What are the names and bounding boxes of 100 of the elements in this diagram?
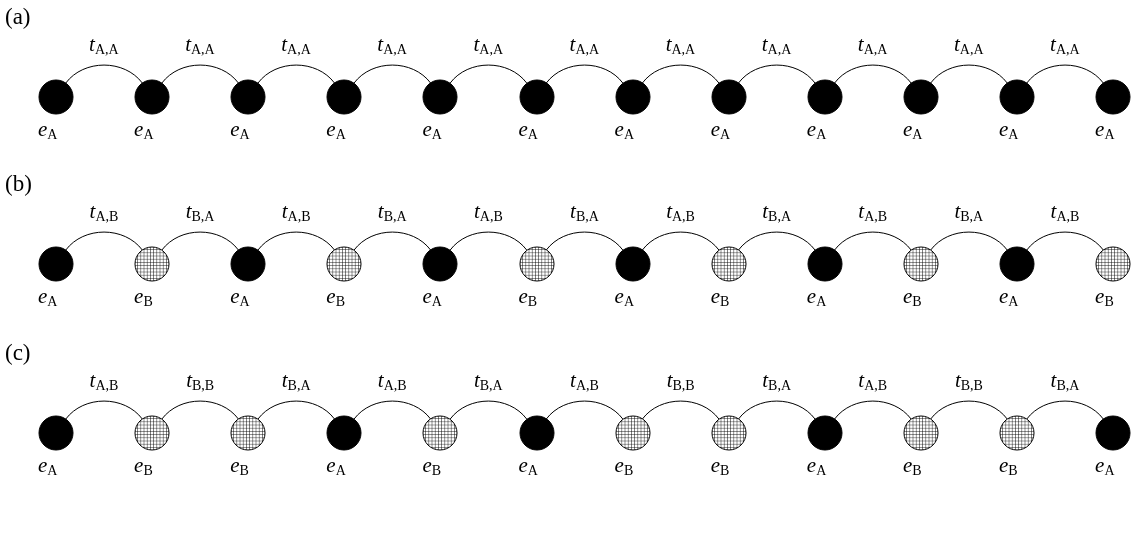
node-label: e$_{A}$ <box>38 119 58 142</box>
edge-label: t$_{A,B}$ <box>858 201 888 224</box>
solid-circle <box>518 415 555 451</box>
hatched-circle <box>1095 246 1132 282</box>
node-label: e$_{A}$ <box>422 286 442 309</box>
edge-label: t$_{B,B}$ <box>954 370 983 393</box>
solid-circle <box>902 79 939 115</box>
arc-connector <box>257 231 336 251</box>
node-label: e$_{A}$ <box>518 119 538 142</box>
edge-label: t$_{B,A}$ <box>762 370 792 393</box>
hatched-circle <box>518 246 555 282</box>
arc-connector <box>353 400 432 420</box>
arc-connector <box>65 231 143 251</box>
edge-label: t$_{A,A}$ <box>761 34 792 57</box>
node-label: e$_{B}$ <box>902 286 922 309</box>
edge-label: t$_{A,A}$ <box>89 34 119 57</box>
arc-connector <box>834 64 912 84</box>
edge-label: t$_{A,A}$ <box>857 34 888 57</box>
solid-circle <box>806 246 843 282</box>
solid-circle <box>999 79 1035 115</box>
node-label: e$_{B}$ <box>710 286 730 309</box>
edge-label: t$_{B,A}$ <box>954 201 984 224</box>
node-label: e$_{A}$ <box>230 286 250 309</box>
hatched-circle <box>230 415 267 451</box>
solid-circle <box>38 246 74 282</box>
edge-label: t$_{A,B}$ <box>570 370 599 393</box>
node-label: e$_{A}$ <box>902 119 923 142</box>
solid-circle <box>999 246 1035 282</box>
edge-label: t$_{A,B}$ <box>858 370 888 393</box>
panel-label: (b) <box>5 172 32 195</box>
solid-circle <box>422 246 459 282</box>
edge-label: t$_{A,B}$ <box>281 201 311 224</box>
node-label: e$_{B}$ <box>134 286 153 309</box>
edge-label: t$_{A,A}$ <box>377 34 407 57</box>
solid-circle <box>134 79 171 115</box>
edge-label: t$_{A,A}$ <box>185 34 215 57</box>
arc-connector <box>545 231 624 251</box>
node-label: e$_{B}$ <box>1095 286 1114 309</box>
arc-connector <box>737 231 816 251</box>
node-label: e$_{A}$ <box>806 286 827 309</box>
solid-circle <box>518 79 555 115</box>
edge-label: t$_{A,B}$ <box>473 201 503 224</box>
solid-circle <box>230 246 267 282</box>
edge-label: t$_{B,A}$ <box>762 201 792 224</box>
hatched-circle <box>710 246 747 282</box>
node-label: e$_{A}$ <box>518 455 538 478</box>
arc-connector <box>65 400 143 420</box>
hatched-circle <box>902 415 939 451</box>
arc-connector <box>930 400 1008 420</box>
node-label: e$_{A}$ <box>230 119 250 142</box>
node-label: e$_{B}$ <box>326 286 345 309</box>
arc-connector <box>834 400 912 420</box>
node-label: e$_{A}$ <box>326 455 346 478</box>
edge-label: t$_{A,B}$ <box>1050 201 1080 224</box>
arc-connector <box>353 231 432 251</box>
arc-connector <box>737 400 816 420</box>
arc-connector <box>161 64 239 84</box>
edge-label: t$_{A,B}$ <box>89 201 119 224</box>
node-label: e$_{A}$ <box>614 286 635 309</box>
edge-label: t$_{A,B}$ <box>377 370 407 393</box>
edge-label: t$_{A,B}$ <box>89 370 119 393</box>
solid-circle <box>1095 79 1132 115</box>
node-label: e$_{B}$ <box>614 455 634 478</box>
node-label: e$_{A}$ <box>1095 119 1115 142</box>
solid-circle <box>326 79 363 115</box>
hatched-circle <box>710 415 747 451</box>
arc-connector <box>449 231 528 251</box>
edge-label: t$_{B,B}$ <box>666 370 695 393</box>
arc-connector <box>930 64 1008 84</box>
edge-label: t$_{A,A}$ <box>281 34 311 57</box>
solid-circle <box>710 79 747 115</box>
arc-connector <box>257 64 336 84</box>
arc-connector <box>641 400 720 420</box>
node-label: e$_{B}$ <box>902 455 922 478</box>
hatched-circle <box>902 246 939 282</box>
node-label: e$_{A}$ <box>806 119 827 142</box>
solid-circle <box>1095 415 1132 451</box>
edge-label: t$_{B,A}$ <box>185 201 215 224</box>
arc-connector <box>545 64 624 84</box>
edge-label: t$_{B,A}$ <box>570 201 599 224</box>
arc-connector <box>1026 400 1104 420</box>
node-label: e$_{B}$ <box>134 455 153 478</box>
solid-circle <box>230 79 267 115</box>
arc-connector <box>353 64 432 84</box>
edge-label: t$_{A,B}$ <box>666 201 695 224</box>
arc-connector <box>737 64 816 84</box>
hatched-circle <box>134 246 171 282</box>
arc-connector <box>257 400 336 420</box>
solid-circle <box>326 415 363 451</box>
edge-label: t$_{A,A}$ <box>473 34 503 57</box>
edge-label: t$_{B,A}$ <box>377 201 407 224</box>
arc-connector <box>161 400 239 420</box>
node-label: e$_{A}$ <box>134 119 154 142</box>
panel-label: (a) <box>5 5 31 28</box>
node-label: e$_{A}$ <box>710 119 731 142</box>
hatched-circle <box>422 415 459 451</box>
arc-connector <box>641 64 720 84</box>
solid-circle <box>38 79 74 115</box>
solid-circle <box>422 79 459 115</box>
node-label: e$_{B}$ <box>999 455 1018 478</box>
